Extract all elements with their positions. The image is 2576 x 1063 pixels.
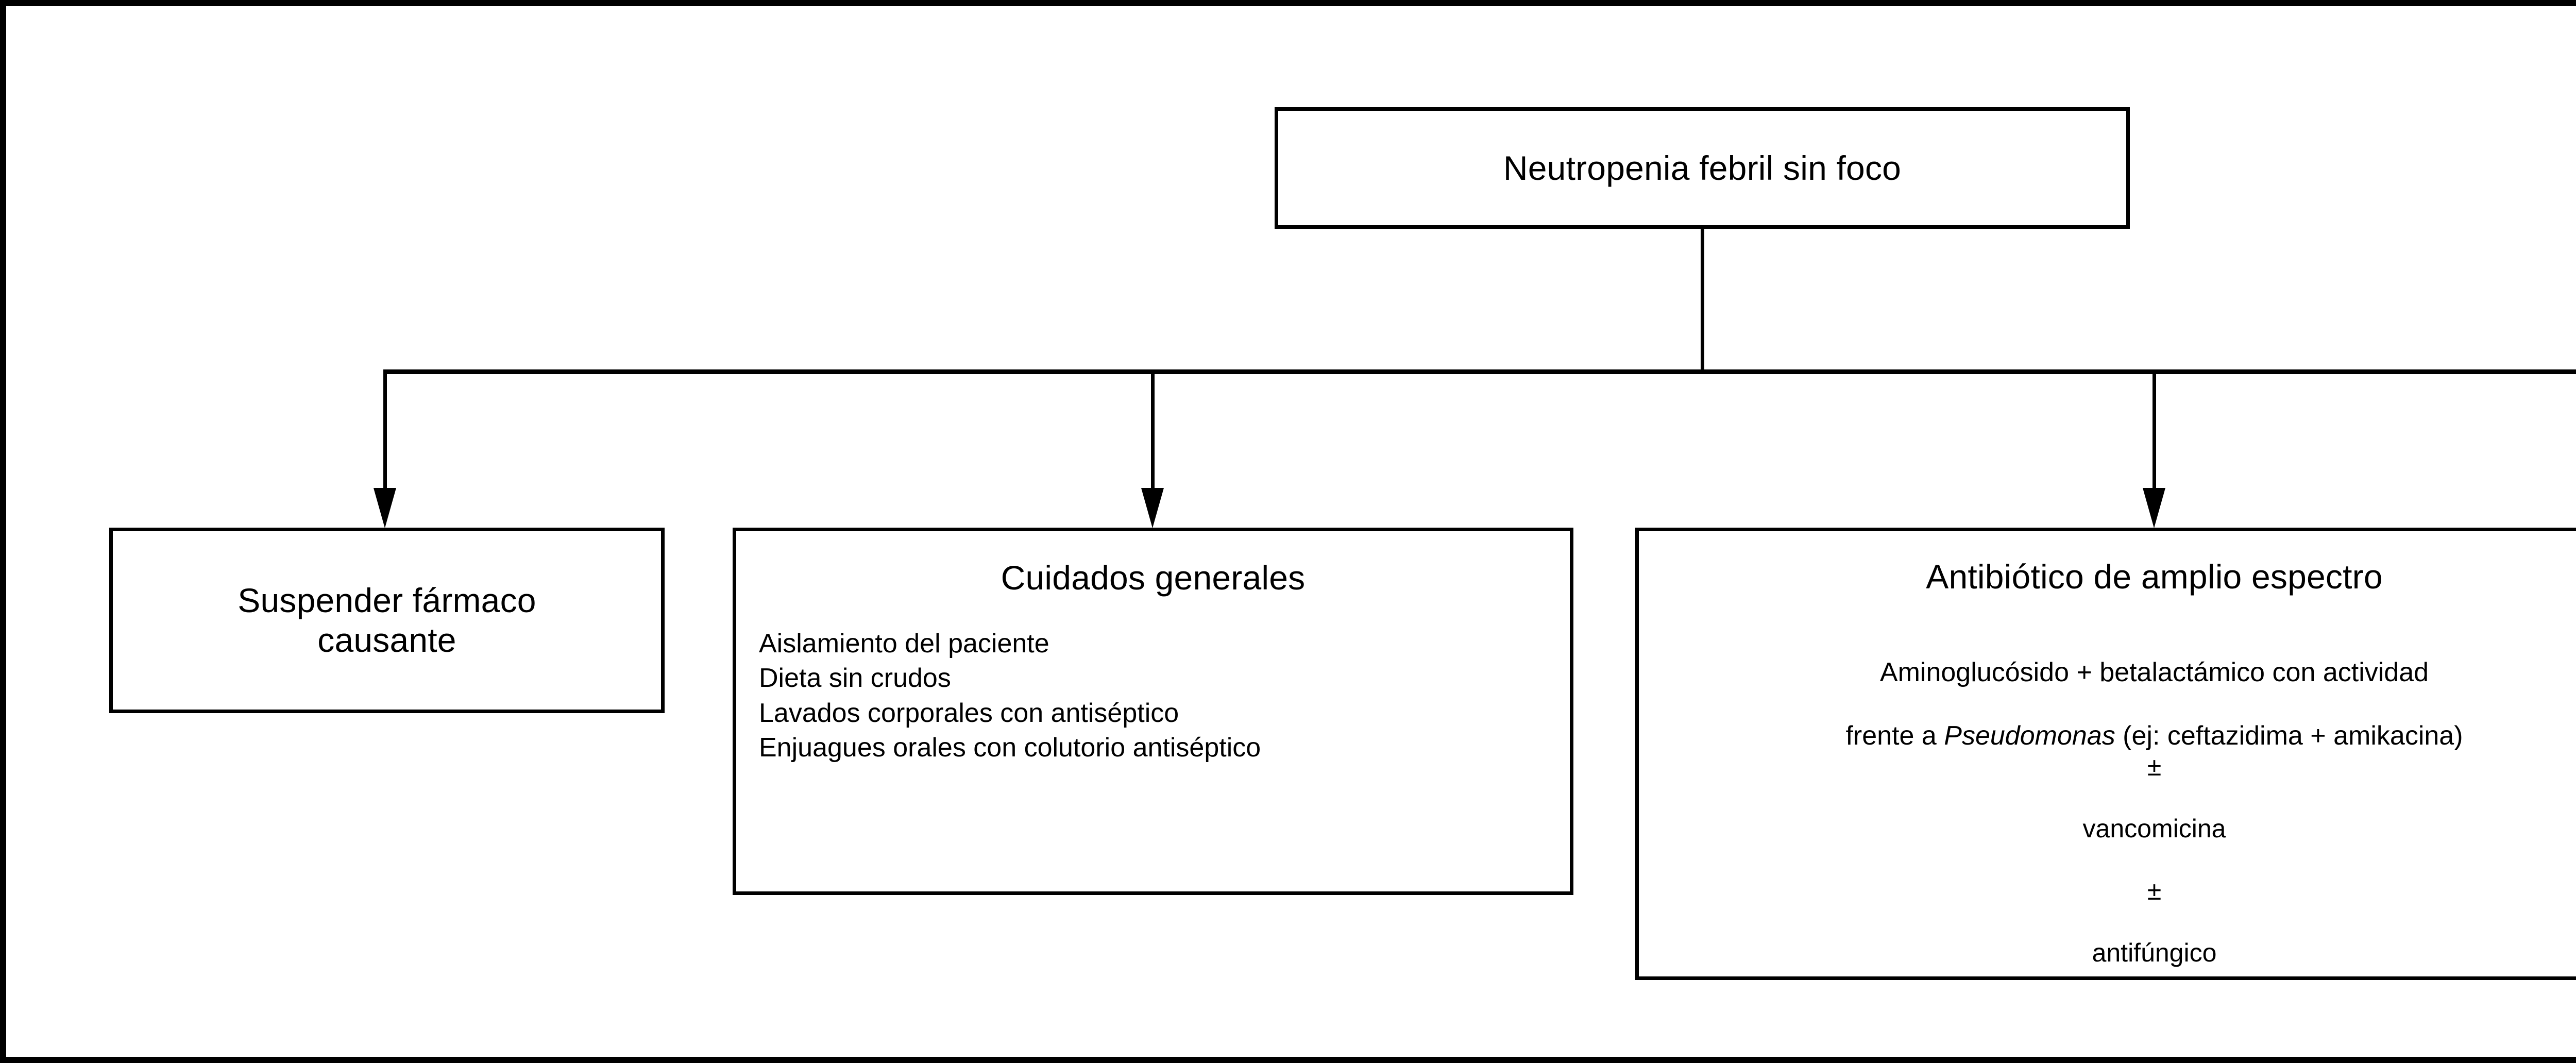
connector-drop-care xyxy=(1151,369,1155,489)
node-root-label: Neutropenia febril sin foco xyxy=(1503,148,1902,187)
arrowhead-icon-antibiotic xyxy=(2143,488,2165,528)
plusminus-symbol-1: ± xyxy=(2147,752,2162,781)
node-antibiotico-amplio-espectro[interactable]: Antibiótico de amplio espectro Aminogluc… xyxy=(1635,528,2576,980)
node-root-neutropenia[interactable]: Neutropenia febril sin foco xyxy=(1275,107,2130,229)
regimen-drug-antifungico: antifúngico xyxy=(2092,938,2217,968)
node-cuidados-generales[interactable]: Cuidados generales Aislamiento del pacie… xyxy=(733,528,1573,895)
connector-drop-antibiotic xyxy=(2153,369,2156,489)
list-item: Lavados corporales con antiséptico xyxy=(759,698,1179,728)
list-item: Aislamiento del paciente xyxy=(759,628,1049,659)
node-suspender-farmaco-causante[interactable]: Suspender fármaco causante xyxy=(109,528,665,713)
care-measures-list: Aislamiento del paciente Dieta sin crudo… xyxy=(759,627,1261,766)
arrowhead-icon-suspend xyxy=(374,488,396,528)
antibiotic-regimen-text: Aminoglucósido + betalactámico con activ… xyxy=(1845,626,2463,1000)
node-care-label: Cuidados generales xyxy=(1001,559,1306,597)
regimen-line-2-prefix: frente a xyxy=(1845,720,1944,751)
regimen-line-1: Aminoglucósido + betalactámico con activ… xyxy=(1879,657,2429,687)
node-suspend-label: Suspender fármaco causante xyxy=(238,581,536,659)
plusminus-symbol-2: ± xyxy=(2147,876,2162,905)
regimen-drug-vancomicina: vancomicina xyxy=(2082,814,2226,843)
arrowhead-icon-care xyxy=(1141,488,1164,528)
connector-drop-suspend xyxy=(383,369,387,489)
regimen-line-2-suffix: (ej: ceftazidima + amikacina) xyxy=(2115,720,2463,751)
node-antibiotic-label: Antibiótico de amplio espectro xyxy=(1926,558,2383,596)
list-item: Dieta sin crudos xyxy=(759,663,951,694)
regimen-organism-pseudomonas: Pseudomonas xyxy=(1944,720,2115,751)
connector-distribution-bus xyxy=(383,369,2576,374)
connector-root-stem xyxy=(1701,229,1704,373)
list-item: Enjuagues orales con colutorio antisépti… xyxy=(759,733,1261,763)
